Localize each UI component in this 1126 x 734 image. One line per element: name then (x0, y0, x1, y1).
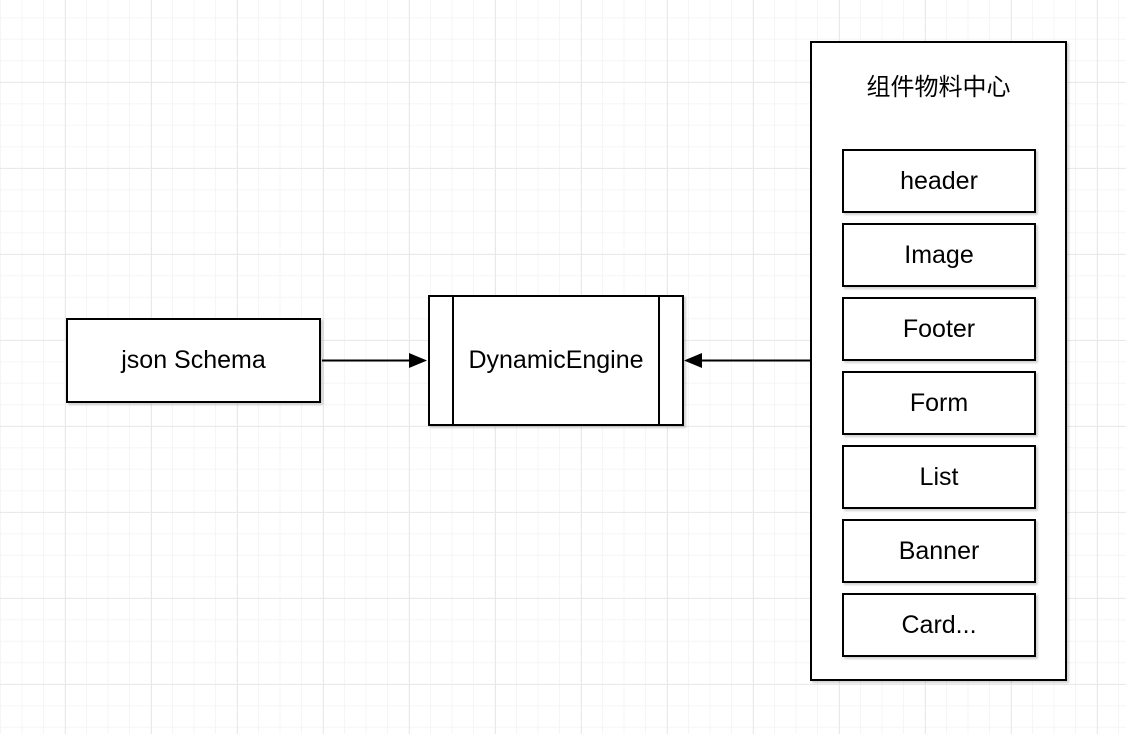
arrow-json-schema-to-dynamic-engine[interactable] (322, 353, 427, 368)
component-box-image[interactable]: Image (842, 223, 1036, 287)
arrowhead-left-icon (684, 353, 702, 368)
material-center-title: 组件物料中心 (866, 74, 1011, 101)
node-json-schema[interactable]: json Schema (66, 318, 321, 403)
component-label: Banner (898, 536, 980, 565)
container-material-center[interactable]: 组件物料中心 header Image Footer Form List Ban… (810, 41, 1067, 681)
process-bar-right (658, 297, 660, 424)
component-box-footer[interactable]: Footer (842, 297, 1036, 361)
component-box-banner[interactable]: Banner (842, 519, 1036, 583)
arrowhead-right-icon (409, 353, 427, 368)
component-box-card[interactable]: Card... (842, 593, 1036, 657)
component-label: Form (909, 388, 969, 417)
component-box-header[interactable]: header (842, 149, 1036, 213)
process-bar-left (452, 297, 454, 424)
component-label: Footer (902, 314, 976, 343)
node-json-schema-label: json Schema (121, 346, 266, 374)
node-dynamic-engine[interactable]: DynamicEngine (428, 295, 684, 426)
arrow-material-center-to-dynamic-engine[interactable] (684, 353, 810, 368)
component-label: List (919, 462, 959, 491)
component-label: header (900, 166, 978, 195)
component-label: Card... (901, 610, 977, 639)
component-box-list[interactable]: List (842, 445, 1036, 509)
component-box-form[interactable]: Form (842, 371, 1036, 435)
node-dynamic-engine-label: DynamicEngine (468, 346, 644, 374)
component-label: Image (904, 240, 974, 269)
